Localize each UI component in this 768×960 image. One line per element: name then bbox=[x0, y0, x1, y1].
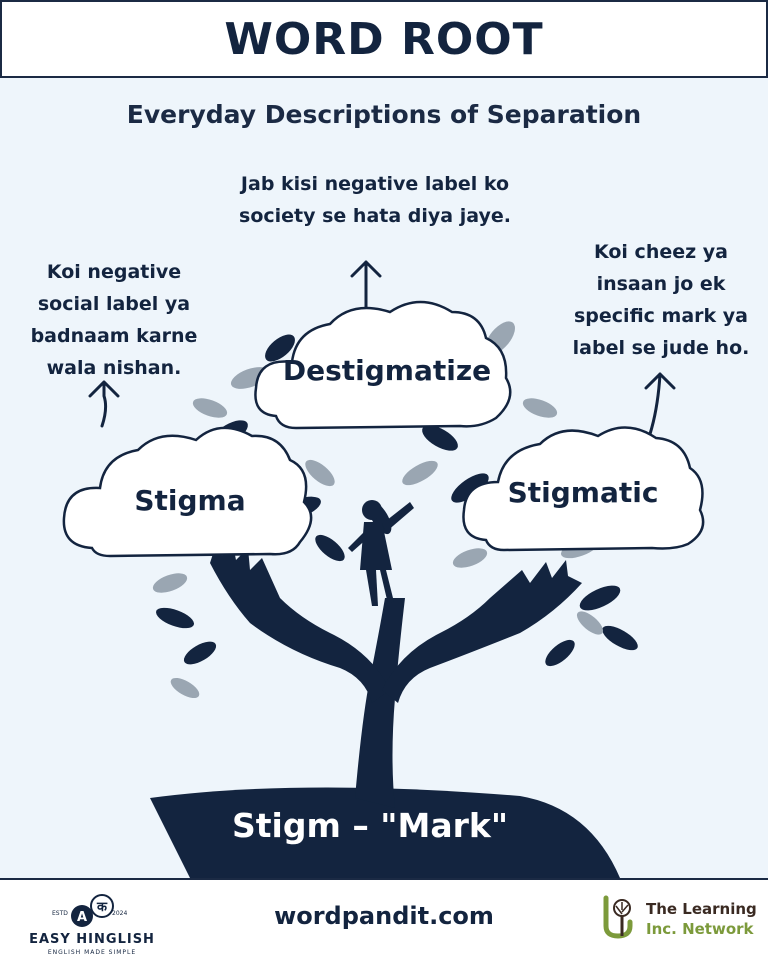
root-word-label: Stigm – "Mark" bbox=[231, 806, 509, 845]
description-destigmatize: Jab kisi negative label ko society se ha… bbox=[239, 173, 511, 227]
cloud-stigmatic bbox=[462, 426, 705, 552]
website-link[interactable]: wordpandit.com bbox=[274, 902, 494, 930]
easy-hinglish-tagline: ENGLISH MADE SIMPLE bbox=[47, 949, 137, 956]
estd-year: 2024 bbox=[112, 910, 128, 917]
word-stigmatic: Stigmatic bbox=[507, 476, 659, 509]
subtitle: Everyday Descriptions of Separation bbox=[126, 100, 642, 129]
easy-hinglish-logo: A क ESTD 2024 EASY HINGLISH ENGLISH MADE… bbox=[22, 888, 162, 958]
description-stigma: Koi negative social label ya badnaam kar… bbox=[30, 261, 198, 379]
word-stigma: Stigma bbox=[134, 484, 246, 517]
speech-bubble-icon: A क bbox=[71, 894, 114, 927]
right-hand-icon bbox=[382, 560, 582, 703]
learning-inc-logo: The Learning Inc. Network bbox=[600, 892, 760, 952]
tree-illustration bbox=[62, 260, 705, 878]
logo-letter-ka: क bbox=[96, 900, 108, 915]
arrow-up-icon bbox=[350, 260, 382, 312]
tree-trunk bbox=[355, 598, 405, 808]
description-stigmatic: Koi cheez ya insaan jo ek specific mark … bbox=[572, 241, 750, 359]
estd-label: ESTD bbox=[52, 910, 68, 917]
word-destigmatize: Destigmatize bbox=[282, 354, 492, 387]
arrow-up-icon bbox=[88, 380, 120, 428]
learning-inc-line1: The Learning bbox=[646, 900, 757, 918]
learning-inc-line2: Inc. Network bbox=[646, 920, 754, 938]
page-title: WORD ROOT bbox=[224, 13, 544, 65]
easy-hinglish-name: EASY HINGLISH bbox=[29, 932, 155, 947]
header-bar: WORD ROOT bbox=[0, 0, 768, 78]
tree-logo-icon bbox=[603, 895, 633, 939]
ground-mound bbox=[150, 787, 620, 878]
arrows bbox=[88, 260, 676, 436]
logo-letter-a: A bbox=[77, 910, 87, 925]
arrow-up-icon bbox=[644, 372, 676, 436]
child-figure-icon bbox=[348, 500, 414, 606]
cloud-stigma bbox=[62, 426, 313, 558]
cloud-destigmatize bbox=[254, 300, 512, 430]
footer-bar: A क ESTD 2024 EASY HINGLISH ENGLISH MADE… bbox=[0, 878, 768, 960]
infographic-panel: Everyday Descriptions of Separation bbox=[0, 78, 768, 878]
left-hand-icon bbox=[210, 538, 390, 703]
